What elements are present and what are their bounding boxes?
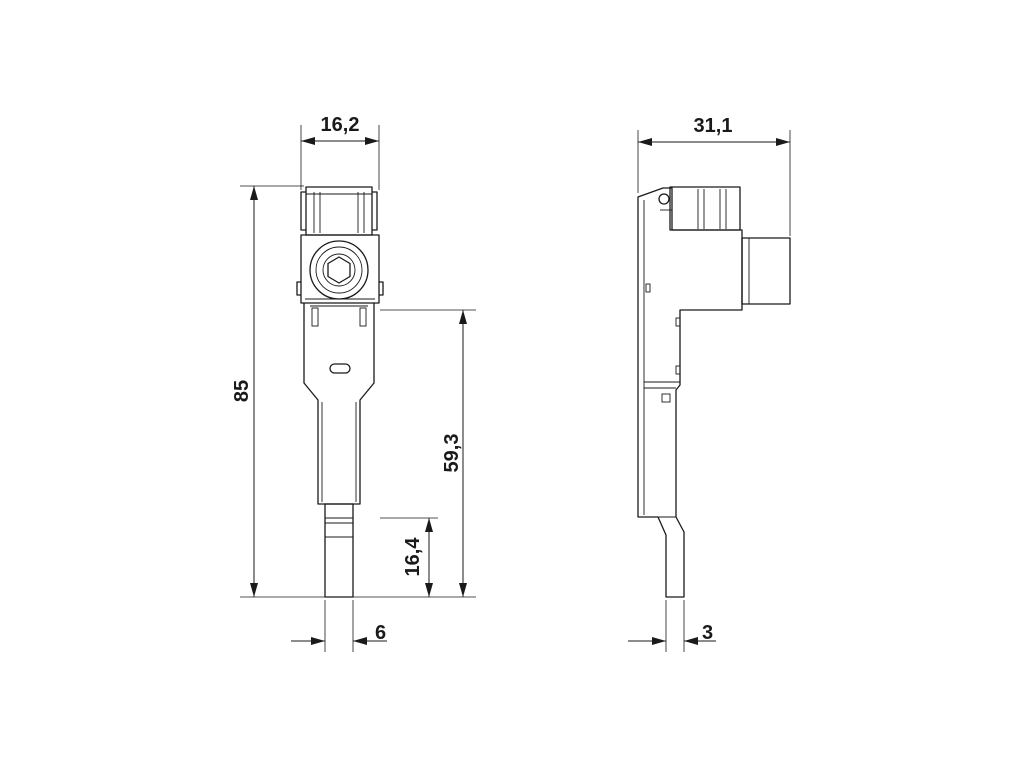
dimension-front-width: 16,2: [300, 114, 380, 190]
overall-height-label: 85: [231, 380, 253, 402]
side-width-label: 31,1: [694, 115, 733, 137]
pin-thickness-label: 3: [702, 622, 713, 644]
dimension-side-width: 31,1: [637, 115, 791, 236]
dimension-lower-height: 59,3: [353, 309, 476, 598]
dimension-pin-length: 16,4: [380, 517, 438, 597]
dimension-pin-thickness: 3: [628, 600, 716, 652]
dimension-overall-height: 85: [231, 185, 326, 598]
lower-height-label: 59,3: [441, 434, 463, 473]
pin-length-label: 16,4: [402, 537, 424, 577]
screw-icon: [309, 240, 369, 300]
front-width-label: 16,2: [321, 114, 360, 136]
pin-width-label: 6: [375, 622, 386, 644]
dimension-pin-width: 6: [291, 600, 387, 652]
front-view: [296, 186, 384, 598]
side-view: [637, 186, 791, 598]
